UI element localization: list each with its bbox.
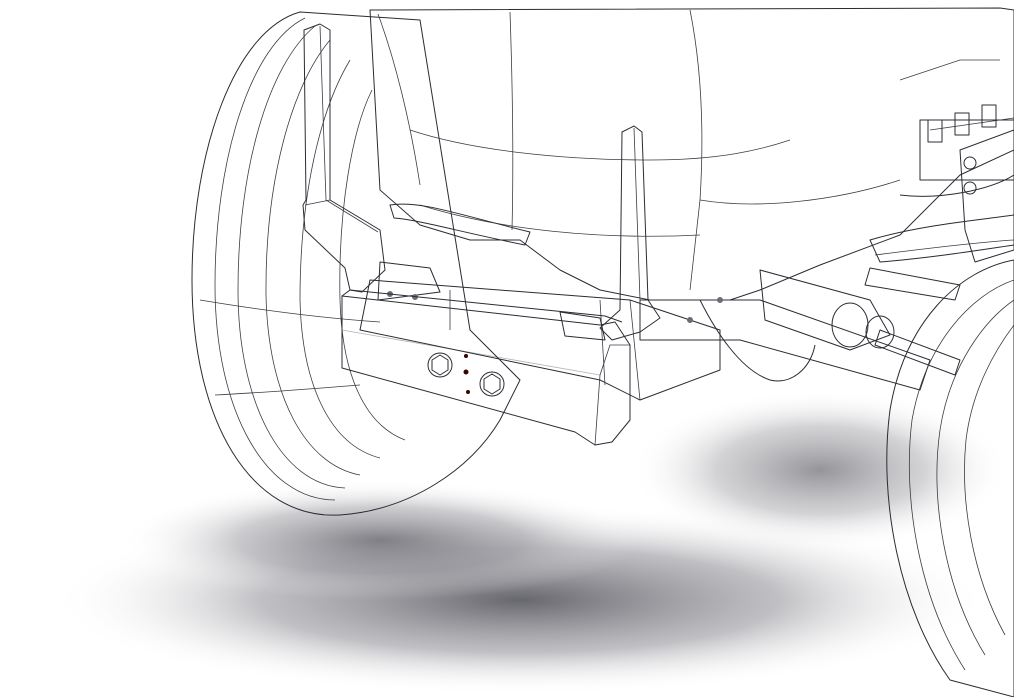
ground-shadow-right: [630, 390, 1010, 550]
front-axle: [639, 269, 961, 391]
front-bolster: [359, 261, 723, 401]
red-front-bumper: [302, 23, 661, 446]
ground-shadow-left: [120, 480, 640, 600]
left-front-tire: [191, 11, 521, 516]
red-side-bracket: [864, 129, 1014, 301]
bumper-bolt: [479, 371, 505, 397]
right-front-tire: [886, 259, 1014, 697]
bumper-hole: [464, 354, 468, 358]
grille-handle: [389, 203, 531, 246]
bumper-bolt: [427, 352, 453, 378]
tractor-hood: [369, 7, 1014, 301]
bumper-hole: [466, 390, 470, 394]
bumper-hole: [463, 369, 469, 375]
